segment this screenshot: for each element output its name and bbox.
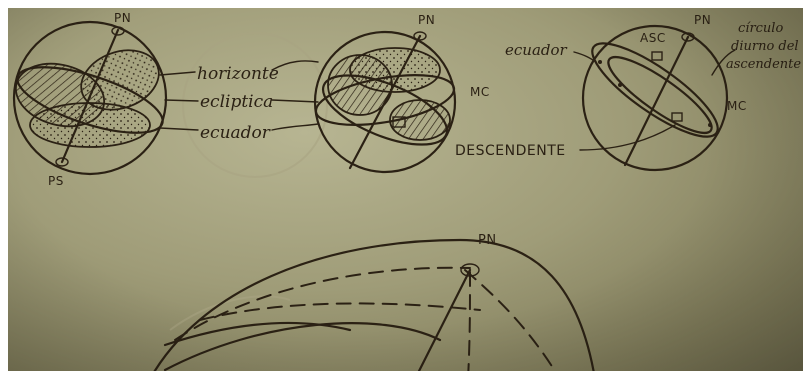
sphere-large — [150, 240, 595, 379]
label-ecliptica: ecliptica — [200, 92, 273, 112]
border-left — [0, 0, 8, 379]
label-ecuador-right: ecuador — [505, 41, 568, 59]
label-pn-left: PN — [114, 11, 131, 25]
label-mc-middle: MC — [470, 85, 490, 99]
label-horizonte: horizonte — [197, 64, 279, 84]
label-descendente: DESCENDENTE — [455, 143, 566, 159]
label-asc: ASC — [640, 31, 666, 45]
border-bottom — [0, 371, 803, 379]
label-pn-large: PN — [478, 233, 497, 248]
label-pn-middle: PN — [418, 13, 435, 27]
border-top — [0, 0, 803, 8]
sphere-middle — [312, 32, 458, 172]
label-circulo-2: diurno del — [731, 39, 799, 54]
label-circulo-1: círculo — [738, 21, 783, 36]
label-circulo-3: ascendente — [726, 57, 801, 72]
label-ps-left: PS — [48, 174, 64, 188]
label-ecuador-left: ecuador — [200, 123, 271, 143]
label-mc-right: MC — [727, 99, 747, 113]
label-pn-right: PN — [694, 13, 711, 27]
sphere-left — [9, 22, 170, 174]
